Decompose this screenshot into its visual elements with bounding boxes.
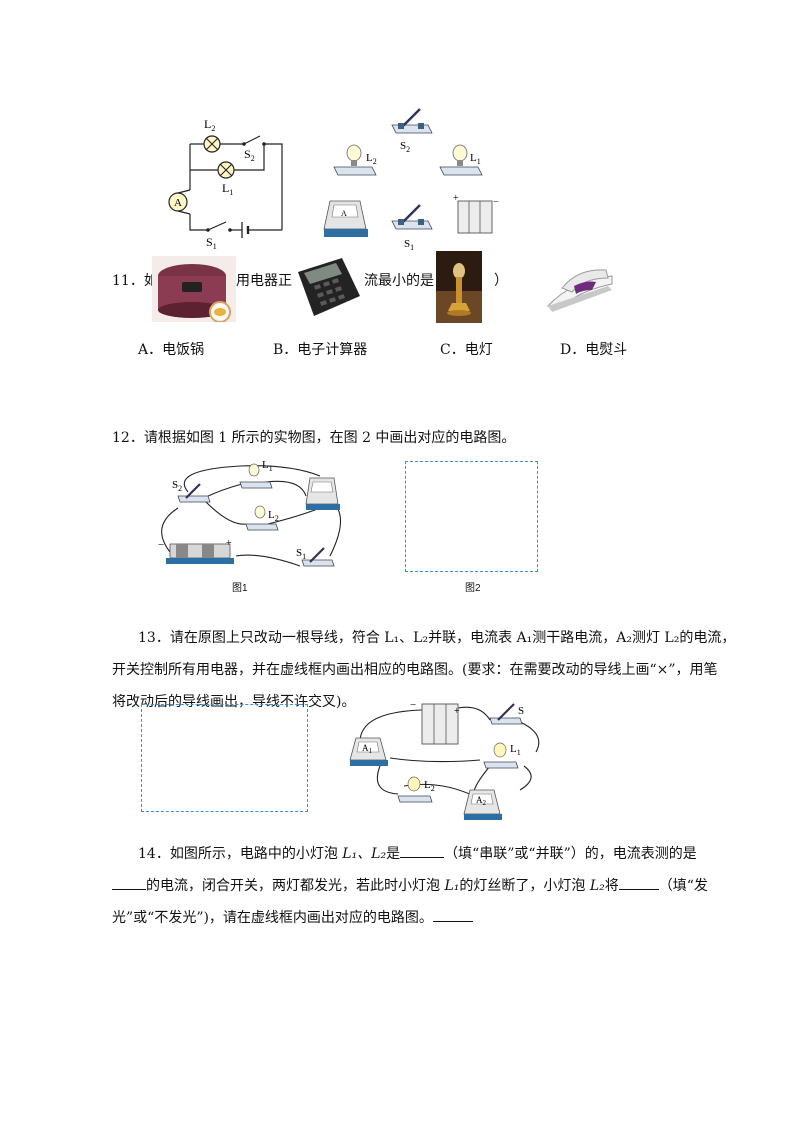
svg-text:S2: S2 [244, 147, 255, 163]
svg-text:+: + [226, 538, 232, 549]
answer-blank-3[interactable] [618, 875, 659, 890]
figure-2-caption: 图2 [465, 583, 481, 594]
svg-text:L1: L1 [222, 181, 233, 197]
answer-blank-2[interactable] [112, 875, 146, 890]
option-c[interactable]: C．电灯 [440, 342, 493, 358]
svg-text:L1: L1 [470, 152, 481, 166]
svg-text:L2: L2 [424, 779, 435, 793]
svg-text:A2: A2 [476, 795, 487, 807]
answer-blank-1[interactable] [400, 843, 445, 858]
lightbulb-icon [439, 144, 483, 176]
knife-switch-icon [391, 204, 433, 230]
svg-text:+: + [453, 193, 459, 204]
lightbulb-icon [333, 144, 377, 176]
svg-text:A1: A1 [362, 743, 373, 755]
svg-text:L2: L2 [204, 117, 215, 133]
svg-text:S1: S1 [206, 235, 217, 251]
option-a[interactable]: A．电饭锅 [138, 342, 205, 358]
knife-switch-icon [391, 108, 433, 134]
svg-text:L2: L2 [366, 152, 377, 166]
question-14-line-1: 14．如图所示，电路中的小灯泡 L₁、L₂是（填“串联”或“并联”）的，电流表测… [138, 838, 697, 870]
option-d[interactable]: D．电熨斗 [560, 342, 628, 358]
question-number: 11． [112, 273, 144, 289]
rice-cooker-image [152, 256, 236, 322]
answer-blank-4[interactable] [432, 907, 473, 922]
svg-text:L2: L2 [268, 509, 279, 523]
lamp-symbol [203, 135, 235, 179]
q12-physical-circuit-figure: S2 L1 L2 − + S1 [158, 459, 342, 567]
question-11-stem: 11．如 [112, 273, 158, 289]
svg-text:L1: L1 [262, 459, 273, 473]
q12-answer-box[interactable] [405, 461, 538, 572]
top-circuit-schematic: L2 S2 L1 A S1 [168, 117, 283, 251]
q13-answer-box[interactable] [141, 704, 308, 812]
svg-text:A: A [174, 197, 182, 209]
svg-text:+: + [454, 706, 460, 717]
question-12-stem: 12．请根据如图 1 所示的实物图，在图 2 中画出对应的电路图。 [112, 430, 516, 446]
iron-image [546, 269, 613, 312]
svg-text:A: A [341, 209, 347, 218]
svg-text:−: − [493, 197, 499, 208]
svg-text:S: S [518, 705, 524, 717]
calculator-image [298, 258, 360, 316]
q13-physical-circuit-figure: − + S A1 L1 L2 A2 [349, 699, 540, 820]
svg-text:−: − [410, 699, 416, 711]
svg-text:S2: S2 [172, 479, 182, 493]
question-14-line-3: 光”或“不发光”)，请在虚线框内画出对应的电路图。 [112, 902, 473, 934]
question-13-line-3: 将改动后的导线画出，导线不许交叉)。 [112, 694, 356, 710]
option-b[interactable]: B．电子计算器 [273, 342, 368, 358]
svg-text:−: − [158, 539, 164, 551]
ammeter-icon: A [323, 200, 368, 237]
svg-text:S1: S1 [404, 238, 414, 252]
figure-1-caption: 图1 [232, 583, 248, 594]
svg-text:L1: L1 [510, 743, 521, 757]
question-13-line-2: 开关控制所有用电器，并在虚线框内画出相应的电路图。(要求：在需要改动的导线上画“… [112, 662, 718, 678]
question-14-line-2: 的电流，闭合开关，两灯都发光，若此时小灯泡 L₁的灯丝断了，小灯泡 L₂将（填“… [112, 870, 708, 902]
svg-text:S2: S2 [400, 140, 410, 154]
svg-text:S1: S1 [296, 547, 306, 561]
question-13-line-1: 13．请在原图上只改动一根导线，符合 L₁、L₂并联，电流表 A₁测干路电流，A… [138, 630, 736, 646]
battery-icon: + − [453, 193, 499, 234]
oil-lamp-image [436, 251, 482, 323]
top-physical-components: S2 L2 L1 A S1 + − [323, 108, 499, 252]
